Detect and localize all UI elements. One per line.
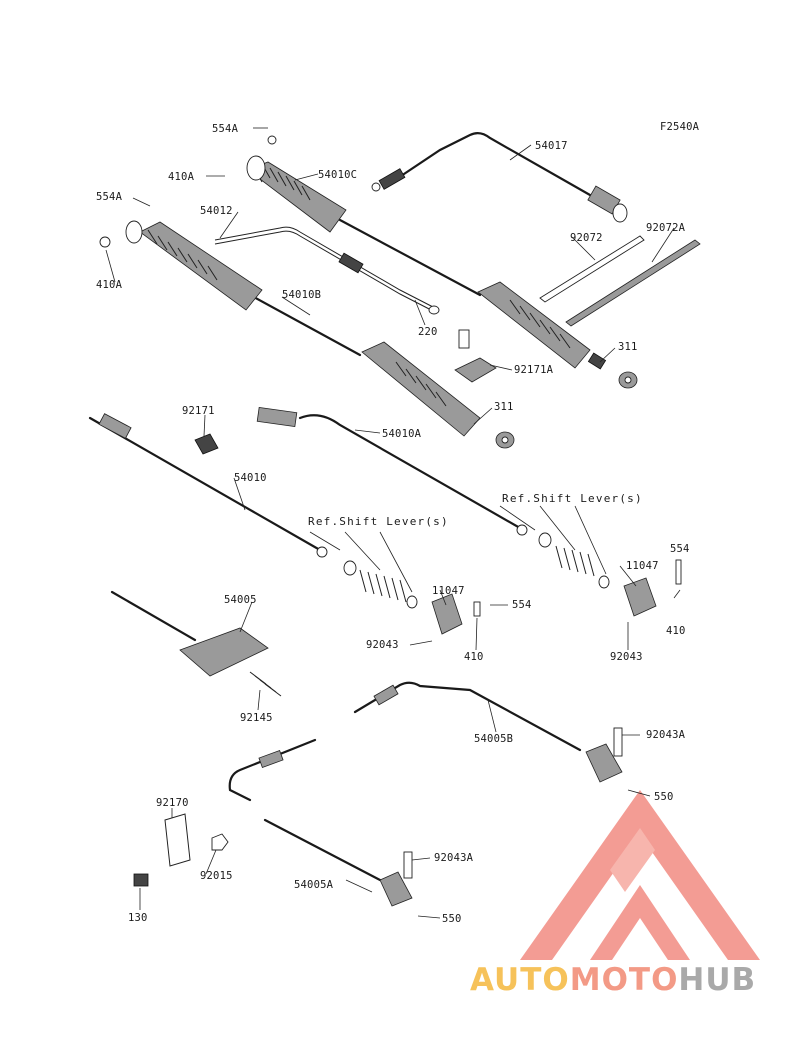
label-410a-left: 410A	[96, 279, 123, 291]
label-54010b: 54010B	[282, 289, 321, 301]
label-130: 130	[128, 912, 148, 924]
label-554-right: 554	[670, 543, 690, 555]
bracket-92171a	[454, 329, 497, 383]
cable-54010	[88, 413, 328, 558]
cable-54005a	[228, 738, 413, 907]
tie-bands	[539, 235, 701, 327]
label-92171a: 92171A	[514, 364, 554, 376]
label-92015: 92015	[200, 870, 233, 882]
watermark-text: AUTOMOTOHUB	[470, 962, 756, 998]
label-54010: 54010	[234, 472, 267, 484]
label-410a-top: 410A	[168, 171, 195, 183]
label-92043-left: 92043	[366, 639, 399, 651]
watermark-auto: AUTO	[470, 962, 570, 998]
hardware-bottom-left	[133, 813, 229, 887]
label-92043a-bot: 92043A	[434, 852, 474, 864]
label-11047-right: 11047	[626, 560, 659, 572]
label-ref-shift-lever-right: Ref.Shift Lever(s)	[502, 492, 643, 505]
label-554a-top: 554A	[212, 123, 239, 135]
label-11047-left: 11047	[432, 585, 465, 597]
label-554-mid: 554	[512, 599, 532, 611]
label-92072a: 92072A	[646, 222, 686, 234]
watermark-moto: MOTO	[569, 962, 679, 998]
label-554a-left: 554A	[96, 191, 123, 203]
shift-lever-group-right	[538, 532, 682, 617]
label-54010c: 54010C	[318, 169, 357, 181]
label-92043a-top: 92043A	[646, 729, 686, 741]
label-92072: 92072	[570, 232, 603, 244]
watermark-logo	[520, 790, 760, 960]
label-410-left: 410	[464, 651, 484, 663]
label-311-right: 311	[618, 341, 638, 353]
label-410-right: 410	[666, 625, 686, 637]
label-220: 220	[418, 326, 438, 338]
cable-54017	[371, 131, 628, 223]
label-ref-shift-lever-left: Ref.Shift Lever(s)	[308, 515, 449, 528]
label-54017: 54017	[535, 140, 568, 152]
label-54005: 54005	[224, 594, 257, 606]
cable-54005	[110, 590, 282, 697]
clip-92171	[194, 433, 219, 455]
cable-54010b	[99, 220, 515, 449]
label-550-top: 550	[654, 791, 674, 803]
label-92145: 92145	[240, 712, 273, 724]
cable-54010c	[246, 135, 638, 389]
label-54005a: 54005A	[294, 879, 334, 891]
label-54012: 54012	[200, 205, 233, 217]
shift-lever-group-left	[343, 560, 481, 635]
cable-54012	[214, 226, 440, 315]
leader-lines	[105, 127, 681, 919]
label-550-bot: 550	[442, 913, 462, 925]
cable-54010a	[256, 406, 528, 536]
diagram-code: F2540A	[660, 121, 700, 133]
label-92170: 92170	[156, 797, 189, 809]
label-92171: 92171	[182, 405, 215, 417]
label-92043-right: 92043	[610, 651, 643, 663]
label-311-mid: 311	[494, 401, 514, 413]
label-54010a: 54010A	[382, 428, 422, 440]
watermark-hub: HUB	[678, 962, 757, 998]
label-54005b: 54005B	[474, 733, 513, 745]
cable-54005b	[353, 681, 623, 783]
